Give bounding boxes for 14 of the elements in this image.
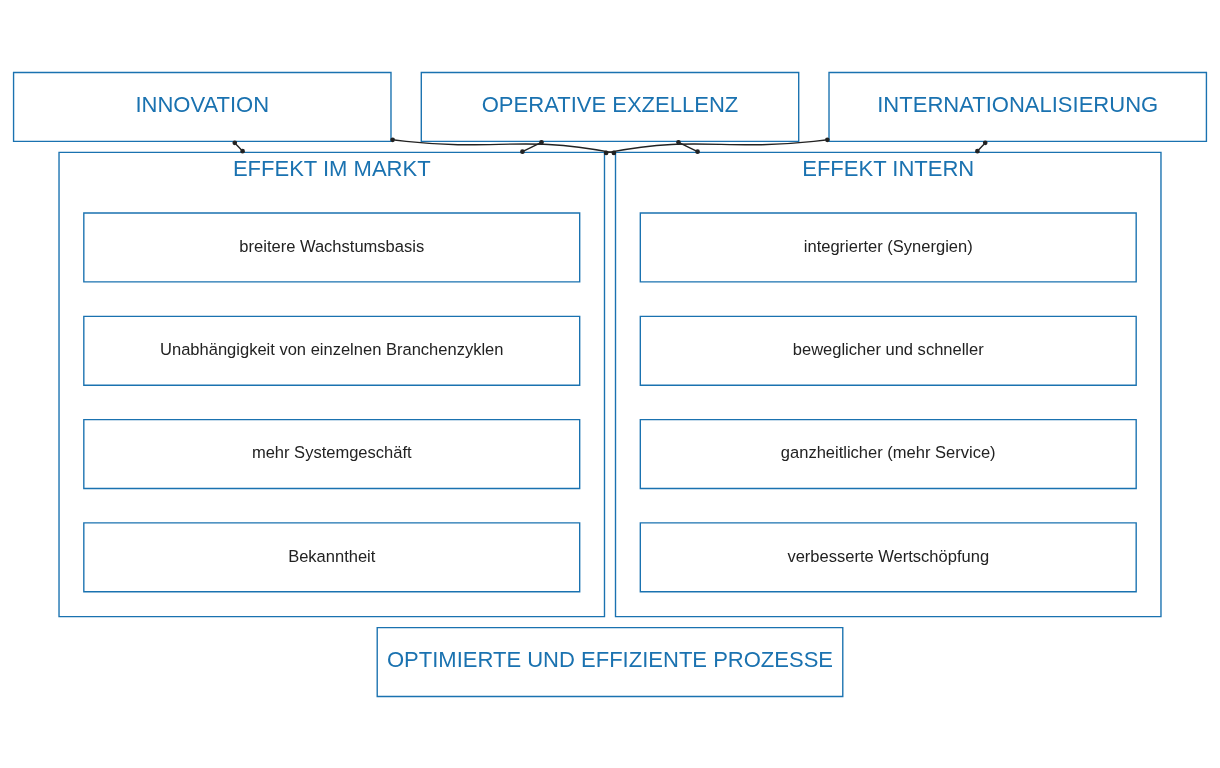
node-box: integrierter (Synergien) — [639, 211, 1137, 283]
node-box: ganzheitlicher (mehr Service) — [639, 418, 1137, 489]
node-box: Bekanntheit — [83, 521, 581, 592]
node-box: OPERATIVE EXZELLENZ — [420, 71, 800, 142]
node-box: beweglicher und schneller — [639, 315, 1137, 386]
node-box: INTERNATIONALISIERUNG — [828, 71, 1208, 142]
node-box: mehr Systemgeschäft — [83, 418, 581, 489]
node-box: Unabhängigkeit von einzelnen Branchenzyklen — [83, 315, 581, 386]
node-box: OPTIMIERTE UND EFFIZIENTE PROZESSE — [376, 626, 844, 697]
connector — [676, 139, 700, 154]
node-box: INNOVATION — [12, 71, 392, 142]
node-box: breitere Wachstumsbasis — [83, 211, 581, 283]
connector — [520, 139, 544, 154]
node-box: verbesserte Wertschöpfung — [639, 521, 1137, 592]
